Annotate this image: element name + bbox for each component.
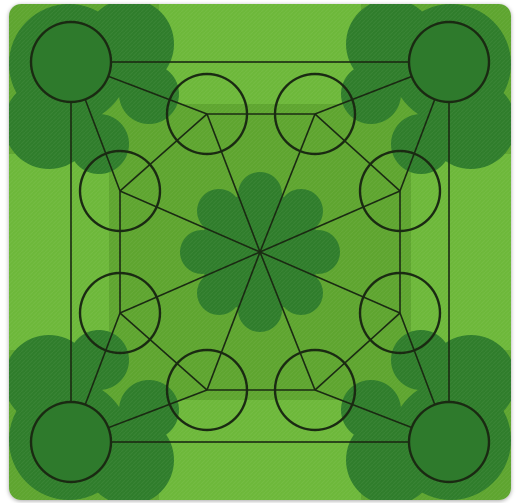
board-node-corner-bottom-left[interactable] — [31, 402, 111, 482]
board-surface — [9, 4, 511, 500]
board-node-right-top[interactable] — [360, 151, 440, 231]
board-node-top-right[interactable] — [275, 74, 355, 154]
board-node-corner-top-left[interactable] — [31, 22, 111, 102]
board-node-right-bottom[interactable] — [360, 273, 440, 353]
board-node-corner-bottom-right[interactable] — [409, 402, 489, 482]
board-node-bottom-left[interactable] — [167, 350, 247, 430]
board-node-left-top[interactable] — [80, 151, 160, 231]
game-board — [9, 4, 511, 500]
board-node-corner-top-right[interactable] — [409, 22, 489, 102]
board-node-left-bottom[interactable] — [80, 273, 160, 353]
board-node-bottom-right[interactable] — [275, 350, 355, 430]
board-node-top-left[interactable] — [167, 74, 247, 154]
